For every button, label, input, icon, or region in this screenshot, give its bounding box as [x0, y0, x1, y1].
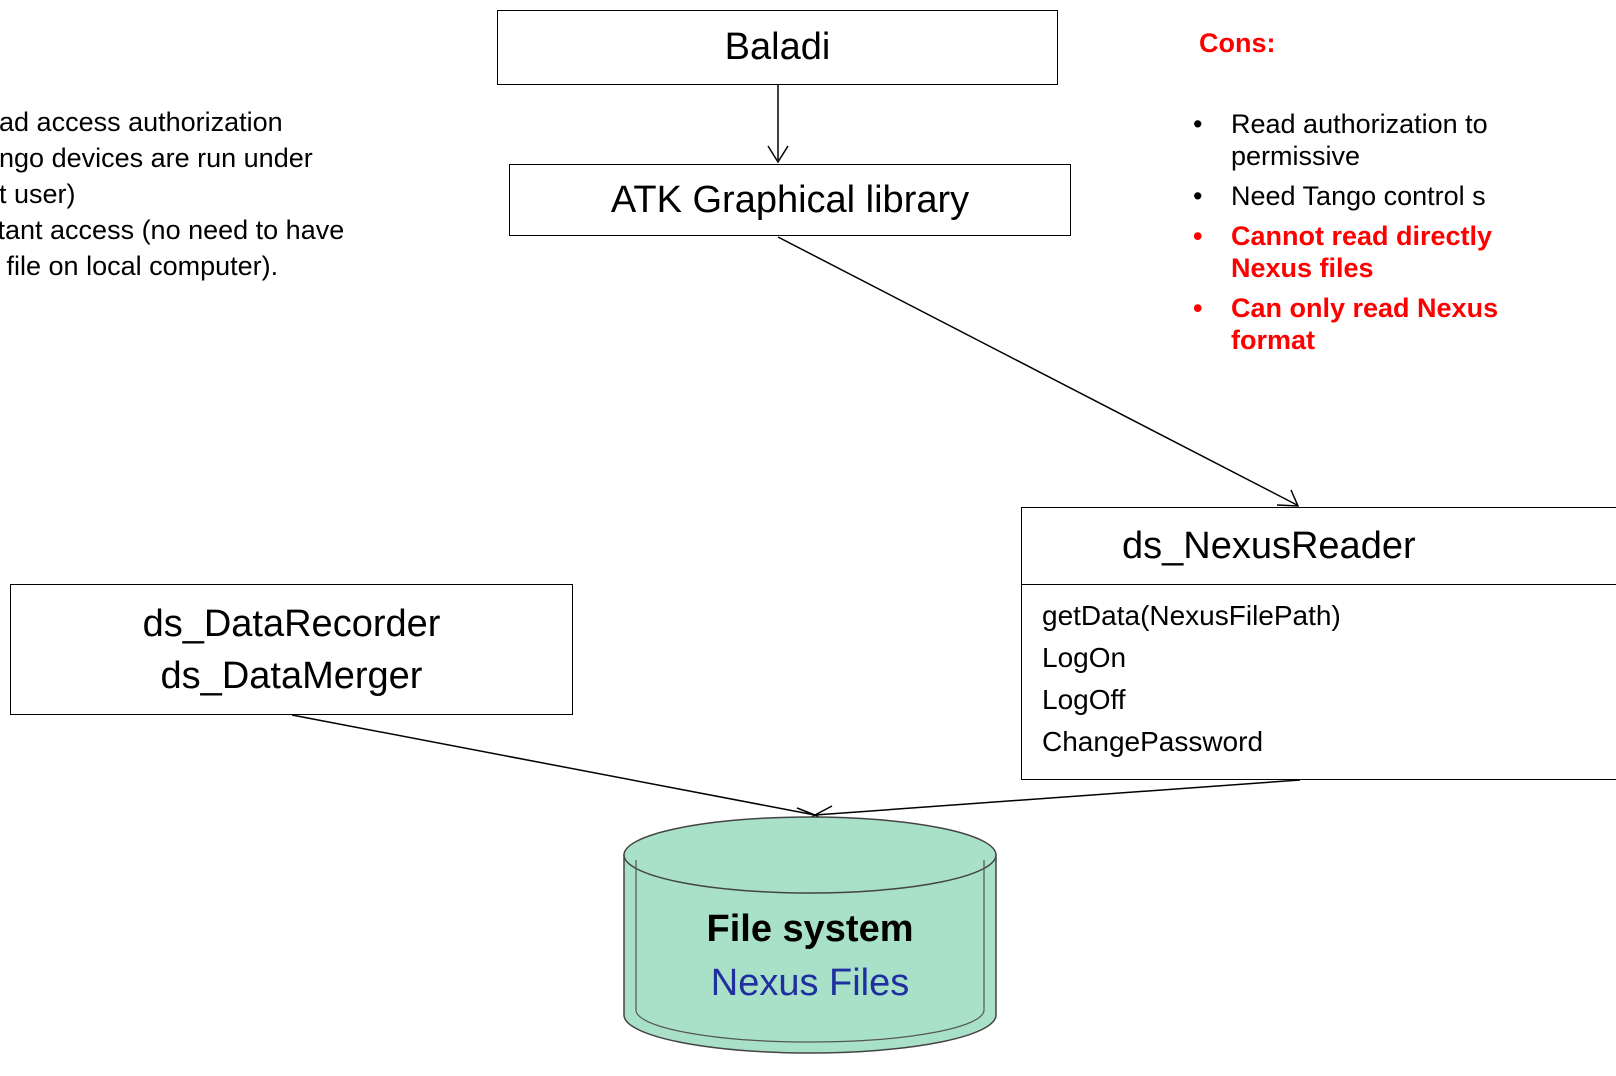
node-data-recorder: ds_DataRecorder ds_DataMerger — [10, 584, 573, 715]
cons-item-text: Can only read Nexus — [1231, 293, 1499, 323]
method-item: getData(NexusFilePath) — [1042, 600, 1341, 631]
cylinder-inner-outline — [635, 860, 985, 1043]
filesystem-label: File system Nexus Files — [624, 902, 996, 1010]
method-item: LogOff — [1042, 684, 1126, 715]
method-item: ChangePassword — [1042, 726, 1264, 757]
arrow-recorder-to-filesystem — [291, 714, 816, 816]
cons-item-text: Cannot read directly — [1231, 221, 1493, 251]
arrow-atk-to-nexusreader — [777, 236, 1298, 506]
node-data-merger-label: ds_DataMerger — [160, 654, 423, 697]
node-atk-graphical-library: ATK Graphical library — [509, 164, 1071, 236]
cons-item-continuation: permissive — [1231, 141, 1361, 171]
filesystem-subtitle: Nexus Files — [710, 962, 910, 1004]
bullet-icon: • — [1193, 181, 1203, 211]
pros-line: stant access (no need to have — [0, 215, 345, 245]
cons-item-text: Need Tango control s — [1231, 181, 1486, 211]
cons-item: • Cannot read directly Nexus files — [1193, 220, 1616, 284]
node-nexus-reader-methods: getData(NexusFilePath) LogOn LogOff Chan… — [1021, 585, 1616, 780]
bullet-icon: • — [1193, 221, 1203, 251]
cylinder-body — [623, 854, 997, 1054]
cons-list: • Read authorization to permissive • Nee… — [1193, 108, 1616, 356]
cons-title: Cons: — [1199, 28, 1276, 58]
pros-line: e file on local computer). — [0, 251, 279, 281]
filesystem-title: File system — [706, 908, 914, 950]
cons-item-continuation: Nexus files — [1231, 253, 1374, 283]
bullet-icon: • — [1193, 293, 1203, 323]
pros-line: ot user) — [0, 179, 76, 209]
cons-item: • Read authorization to permissive — [1193, 108, 1616, 172]
filesystem-cylinder — [623, 816, 997, 1054]
cons-item-continuation: format — [1231, 325, 1316, 355]
node-baladi: Baladi — [497, 10, 1058, 85]
cons-item: • Can only read Nexus format — [1193, 292, 1616, 356]
cylinder-top — [623, 816, 997, 894]
arrow-nexusreader-to-filesystem — [814, 779, 1301, 816]
pros-line: ead access authorization — [0, 107, 283, 137]
pros-line: ango devices are run under — [0, 143, 313, 173]
cons-item: • Need Tango control s — [1193, 180, 1616, 212]
pros-text-block: ead access authorization ango devices ar… — [0, 104, 504, 284]
cons-item-text: Read authorization to — [1231, 109, 1488, 139]
bullet-icon: • — [1193, 109, 1203, 139]
arrowhead-atk — [767, 145, 789, 164]
method-item: LogOn — [1042, 642, 1127, 673]
node-nexus-reader-title: ds_NexusReader — [1021, 507, 1616, 585]
node-data-recorder-label: ds_DataRecorder — [142, 602, 441, 645]
arrowhead-nexusreader — [1276, 489, 1300, 507]
